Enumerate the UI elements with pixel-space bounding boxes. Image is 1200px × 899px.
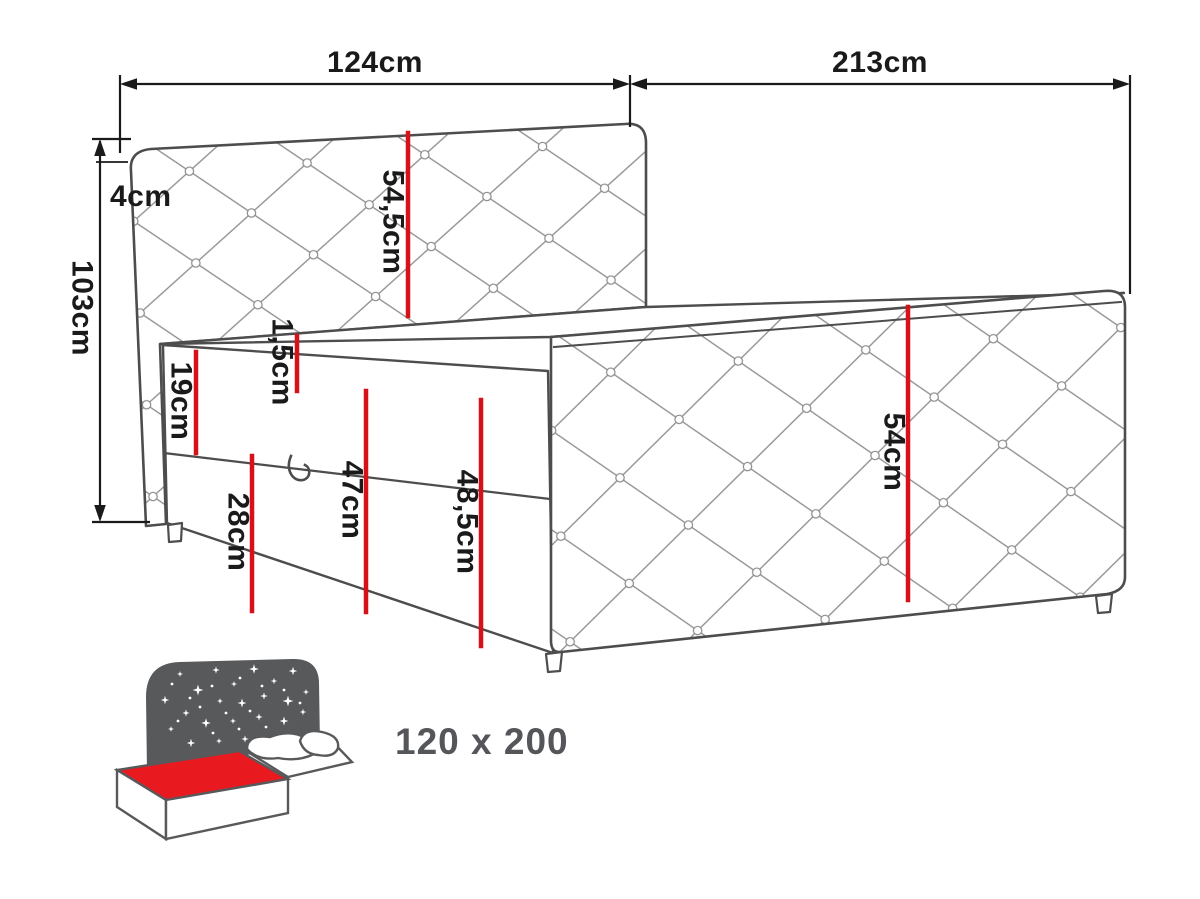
foot-panel xyxy=(549,289,1127,654)
icon-stars xyxy=(160,664,309,748)
label-headboard-panel-height: 54,5cm xyxy=(377,170,410,275)
dimension-124 xyxy=(120,78,630,90)
red-dimension-lines xyxy=(193,130,911,649)
label-footboard-height: 54cm xyxy=(878,413,911,492)
icon-base-front xyxy=(164,777,290,841)
label-headboard-top-offset: 4cm xyxy=(110,180,172,213)
dimension-labels: 124cm 213cm 4cm 103cm 54,5cm 19cm 1,5cm … xyxy=(66,46,928,574)
dimension-103 xyxy=(94,139,106,522)
storage-handle xyxy=(287,454,311,482)
storage-bed-icon xyxy=(113,658,355,842)
size-label: 120 x 200 xyxy=(395,721,569,762)
label-rail-lip: 1,5cm xyxy=(266,318,299,406)
label-side-total-height: 47cm xyxy=(336,461,369,540)
icon-pillow xyxy=(298,729,340,757)
label-foot-inner-height: 48,5cm xyxy=(451,470,484,575)
mattress-top xyxy=(158,291,1126,346)
label-headboard-height: 103cm xyxy=(66,260,99,356)
black-dimensions xyxy=(92,75,1132,524)
dimension-213 xyxy=(630,78,1130,90)
bed-drawing xyxy=(129,122,1127,674)
label-bed-length: 213cm xyxy=(832,46,928,79)
bed-feet xyxy=(166,521,1114,674)
label-mattress-side-height: 19cm xyxy=(165,362,198,441)
label-base-height: 28cm xyxy=(222,493,255,572)
label-headboard-width: 124cm xyxy=(327,46,423,79)
